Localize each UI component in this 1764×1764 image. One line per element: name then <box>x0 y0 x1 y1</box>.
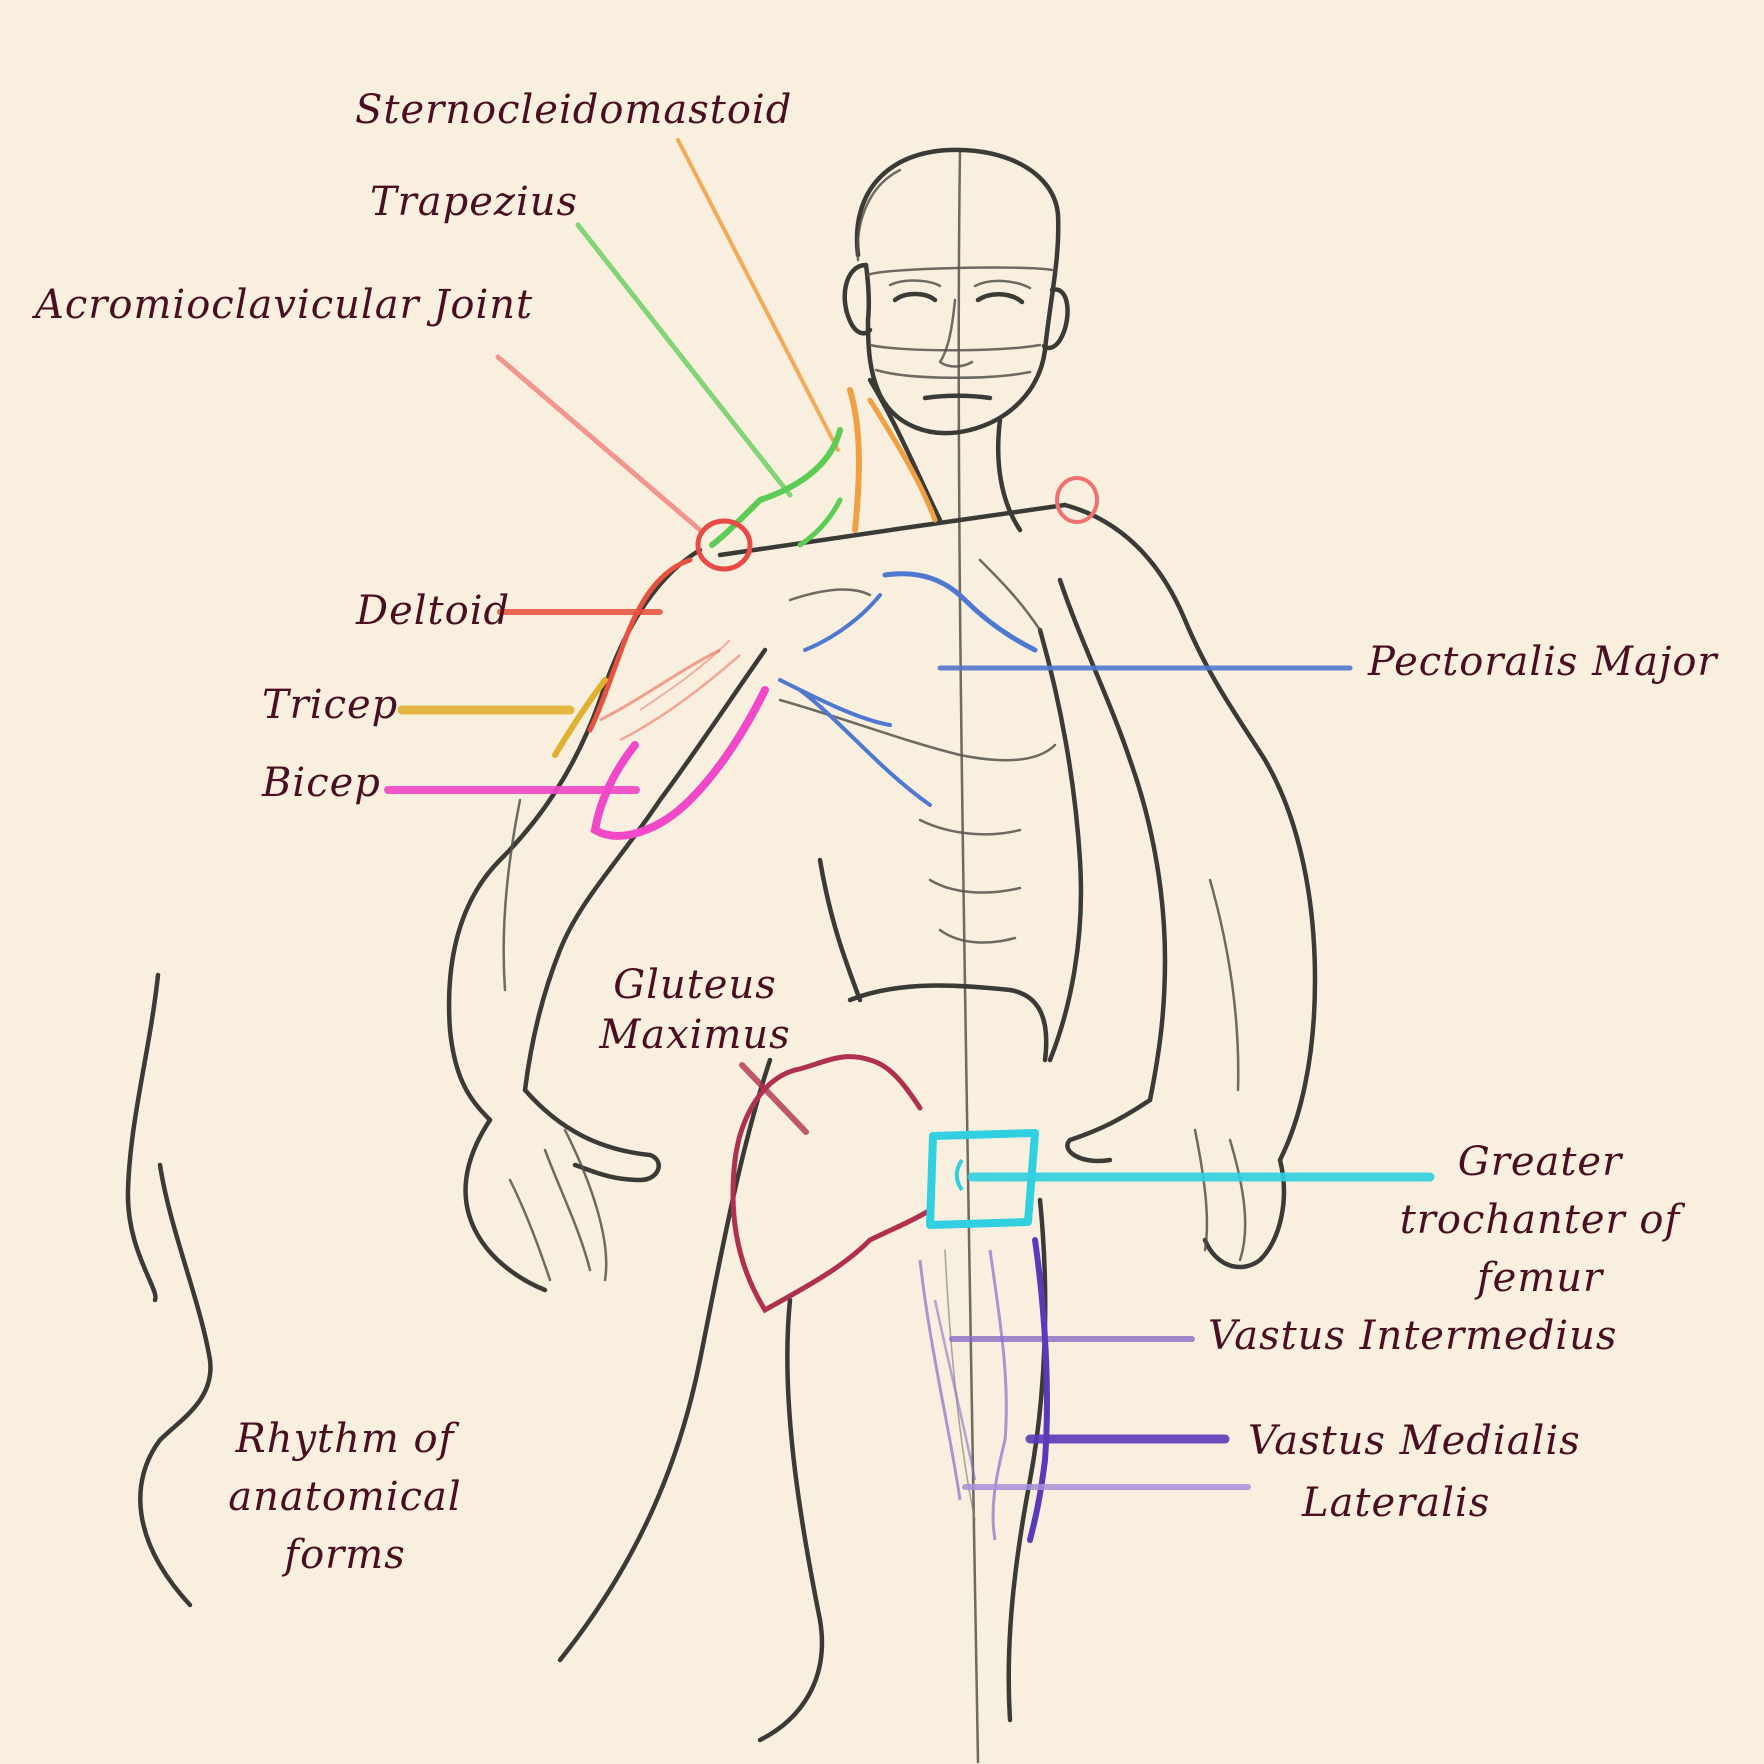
sternocleidomastoid-leader-line <box>676 138 840 452</box>
label-rhythm: Rhythm of anatomical forms <box>200 1410 490 1584</box>
label-rhythm-line1: Rhythm of <box>235 1416 455 1462</box>
label-trochanter-line2: trochanter of <box>1399 1197 1681 1243</box>
gluteus-leader-line <box>739 1062 809 1135</box>
acromioclavicular-leader-line <box>495 354 703 533</box>
pectoralis-stroke <box>882 571 1038 653</box>
vastus-medialis-stroke <box>1027 1237 1050 1543</box>
label-trochanter: Greater trochanter of femur <box>1380 1133 1700 1307</box>
label-pectoralis: Pectoralis Major <box>1368 639 1718 685</box>
gluteus-stroke <box>730 1054 933 1314</box>
acromioclavicular-circle-right <box>1055 476 1099 524</box>
anatomy-markers <box>384 138 1435 1543</box>
label-bicep: Bicep <box>262 760 381 806</box>
trapezius-leader-line <box>575 222 793 498</box>
deltoid-stroke <box>587 557 693 733</box>
label-gluteus: Gluteus Maximus <box>560 960 830 1060</box>
label-sternocleidomastoid: Sternocleidomastoid <box>355 87 793 133</box>
trochanter-box <box>926 1129 1039 1229</box>
center-guide-line <box>957 148 980 1764</box>
label-trochanter-line3: femur <box>1476 1255 1604 1301</box>
label-acromioclavicular: Acromioclavicular Joint <box>35 282 534 328</box>
label-tricep: Tricep <box>262 682 399 728</box>
acromioclavicular-circle-left <box>695 518 753 572</box>
label-deltoid: Deltoid <box>356 588 511 634</box>
head-sketch <box>842 147 1070 436</box>
label-rhythm-line3: forms <box>284 1532 406 1578</box>
label-gluteus-line2: Maximus <box>599 1012 791 1058</box>
label-rhythm-line2: anatomical <box>228 1474 462 1520</box>
label-gluteus-line1: Gluteus <box>613 962 777 1008</box>
sternocleidomastoid-stroke <box>847 387 862 533</box>
tricep-stroke <box>552 677 608 758</box>
label-vastus-intermedius: Vastus Intermedius <box>1208 1313 1618 1359</box>
label-trochanter-line1: Greater <box>1457 1139 1623 1185</box>
label-vastus-medialis: Vastus Medialis <box>1248 1418 1581 1464</box>
bicep-stroke <box>590 686 769 840</box>
trapezius-stroke <box>757 427 843 503</box>
label-trapezius: Trapezius <box>370 179 579 225</box>
label-lateralis: Lateralis <box>1302 1480 1491 1526</box>
